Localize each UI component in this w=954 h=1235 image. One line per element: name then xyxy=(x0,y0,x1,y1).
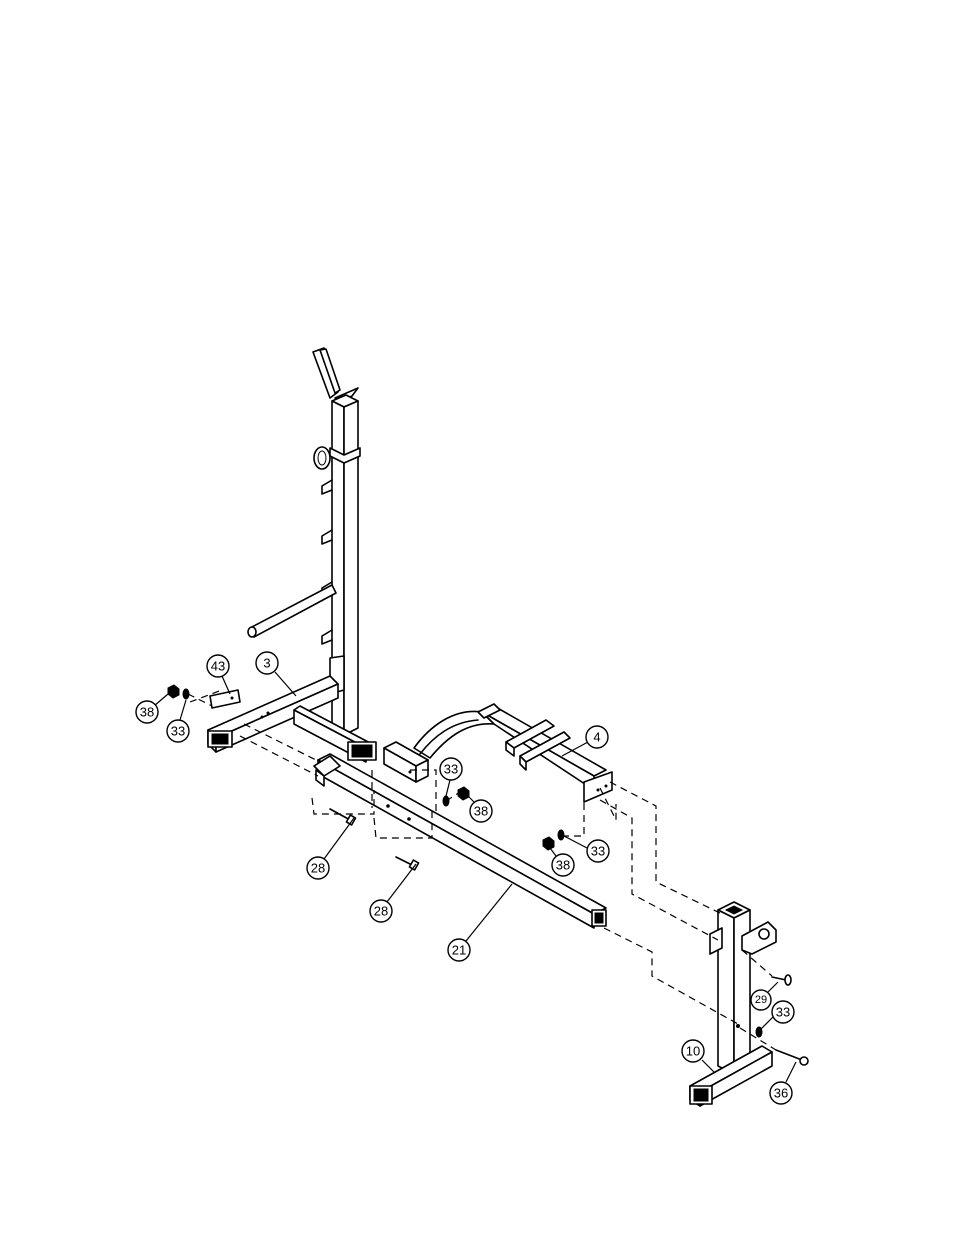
callout-38-left-label: 38 xyxy=(140,705,154,720)
callout-33-left-label: 33 xyxy=(171,724,185,739)
callout-36-label: 36 xyxy=(774,1086,788,1101)
callout-38-lower-label: 38 xyxy=(556,858,570,873)
callout-10-label: 10 xyxy=(686,1044,700,1059)
callout-29-label: 29 xyxy=(755,994,767,1006)
callout-21-label: 21 xyxy=(452,943,466,958)
callout-33-right-label: 33 xyxy=(776,1005,790,1020)
washer-33-lower xyxy=(558,830,564,840)
callout-4-label: 4 xyxy=(593,730,600,745)
callout-3-label: 3 xyxy=(263,656,270,671)
callout-28-upper-label: 28 xyxy=(311,861,325,876)
callout-33-lower-label: 33 xyxy=(591,844,605,859)
callout-28-lower-label: 28 xyxy=(374,904,388,919)
callout-33-mid-label: 33 xyxy=(444,762,458,777)
callout-38-mid-label: 38 xyxy=(474,804,488,819)
callout-43-label: 43 xyxy=(211,659,225,674)
